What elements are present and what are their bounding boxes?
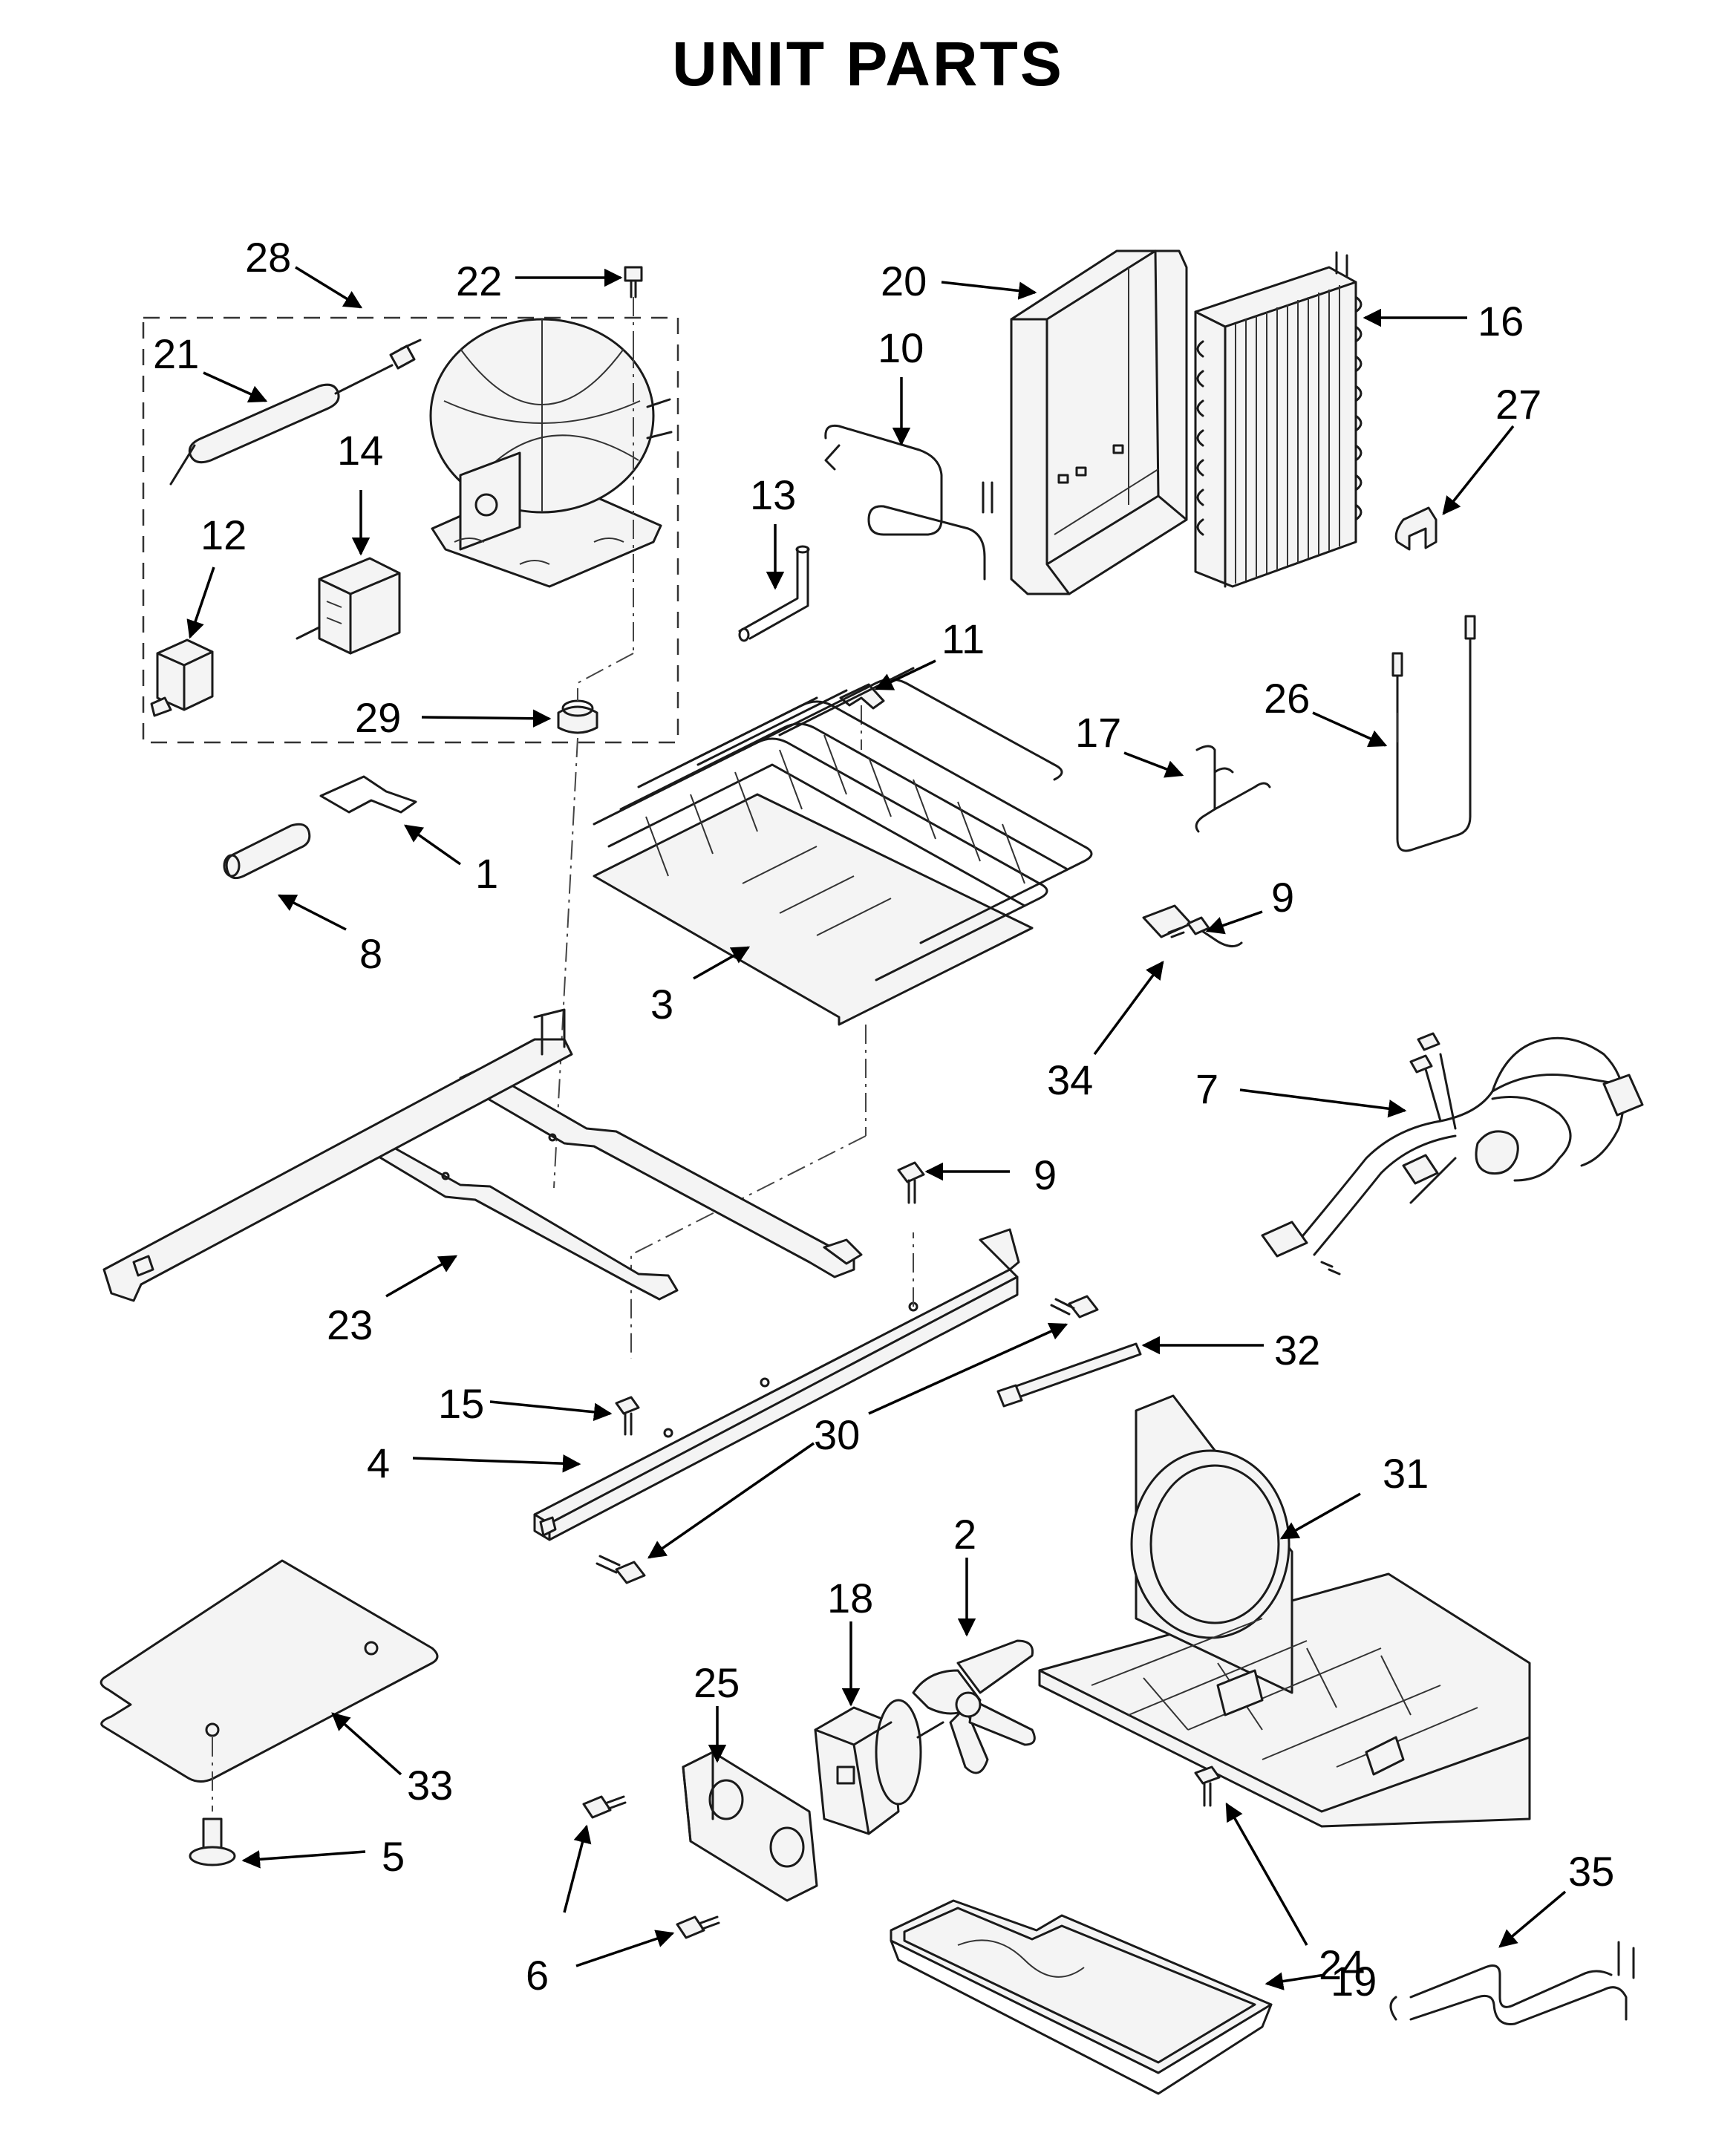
callout-21: 21	[153, 330, 199, 377]
part-27-clip	[1394, 506, 1438, 551]
callout-23: 23	[327, 1301, 373, 1348]
part-16-condenser-coil	[1194, 251, 1363, 588]
part-7-wire-harness	[1261, 1032, 1644, 1275]
callout-24: 24	[1319, 1941, 1365, 1988]
callout-13: 13	[750, 471, 796, 518]
callout-10: 10	[878, 324, 924, 371]
callout-8: 8	[359, 930, 382, 977]
part-17-clip	[1195, 745, 1271, 833]
part-15-screw	[615, 1396, 640, 1436]
part-21-filter-drier	[169, 339, 422, 486]
callout-6: 6	[526, 1952, 549, 1999]
part-13-elbow-tube	[738, 545, 810, 642]
part-12-overload	[150, 638, 214, 717]
part-8-insulation-tube	[223, 823, 311, 880]
callout-26: 26	[1264, 675, 1310, 722]
callout-25: 25	[694, 1659, 740, 1706]
part-10-tube	[824, 424, 993, 581]
callout-4: 4	[367, 1440, 390, 1486]
callout-27: 27	[1495, 381, 1541, 428]
part-4-front-rail	[533, 1228, 1020, 1541]
leader-arrows	[186, 266, 1567, 1990]
callout-18: 18	[827, 1575, 873, 1621]
callout-31: 31	[1383, 1450, 1429, 1497]
callout-9-lower: 9	[1034, 1152, 1057, 1198]
compressor-kit-group-box	[142, 316, 679, 744]
part-25-motor-bracket	[682, 1751, 818, 1902]
callout-16: 16	[1478, 298, 1524, 344]
part-24-screw	[1194, 1765, 1221, 1807]
part-20-condenser-shroud	[1010, 249, 1188, 595]
part-33-cover-panel	[99, 1559, 439, 1783]
callout-34: 34	[1047, 1056, 1093, 1103]
callout-30: 30	[814, 1411, 860, 1458]
part-32-cable-tie	[996, 1342, 1142, 1408]
callout-9-upper: 9	[1271, 874, 1294, 921]
callout-3: 3	[650, 981, 673, 1028]
callout-35: 35	[1568, 1848, 1614, 1895]
callout-14: 14	[337, 427, 383, 474]
callout-1: 1	[475, 850, 498, 897]
part-30-screw-left	[595, 1555, 646, 1584]
part-31-fan-shroud	[1038, 1394, 1531, 1828]
callout-28: 28	[245, 234, 291, 281]
part-19-drain-pan	[890, 1899, 1273, 2095]
part-35-tube	[1389, 1941, 1635, 2025]
part-6-screw-lower	[676, 1915, 720, 1939]
callout-labels: 28 22 20 16 21 10 27 14 13 12 11 29 26 1…	[153, 234, 1614, 2005]
callout-22: 22	[456, 258, 502, 304]
compressor	[429, 318, 673, 588]
part-2-fan-blade	[912, 1639, 1036, 1774]
part-5-leveling-leg	[189, 1737, 236, 1866]
callout-15: 15	[438, 1380, 484, 1427]
part-1-clip	[319, 775, 417, 814]
callout-33: 33	[407, 1762, 453, 1809]
part-22-compressor-screw	[624, 266, 643, 349]
callout-20: 20	[881, 258, 927, 304]
callout-5: 5	[382, 1833, 405, 1880]
part-26-thermistor	[1391, 615, 1476, 852]
base-frame	[102, 1008, 863, 1302]
part-29-grommet	[553, 349, 634, 1189]
callout-17: 17	[1075, 709, 1121, 756]
callout-32: 32	[1274, 1327, 1320, 1373]
callout-2: 2	[953, 1511, 976, 1558]
part-6-screw-upper	[582, 1795, 627, 1819]
callout-11: 11	[942, 615, 985, 662]
callout-7: 7	[1195, 1065, 1218, 1112]
callout-29: 29	[355, 694, 401, 741]
part-14-start-relay	[296, 557, 401, 655]
part-23-rail	[352, 1066, 855, 1301]
part-30-screw-right	[1050, 1295, 1099, 1319]
part-18-fan-motor	[814, 1699, 944, 1835]
part-11-bracket	[839, 683, 885, 750]
callout-12: 12	[200, 512, 247, 558]
page-title: UNIT PARTS	[672, 29, 1064, 99]
part-9-screw-lower	[897, 1161, 925, 1204]
callout-19: 19	[1331, 1958, 1377, 2005]
